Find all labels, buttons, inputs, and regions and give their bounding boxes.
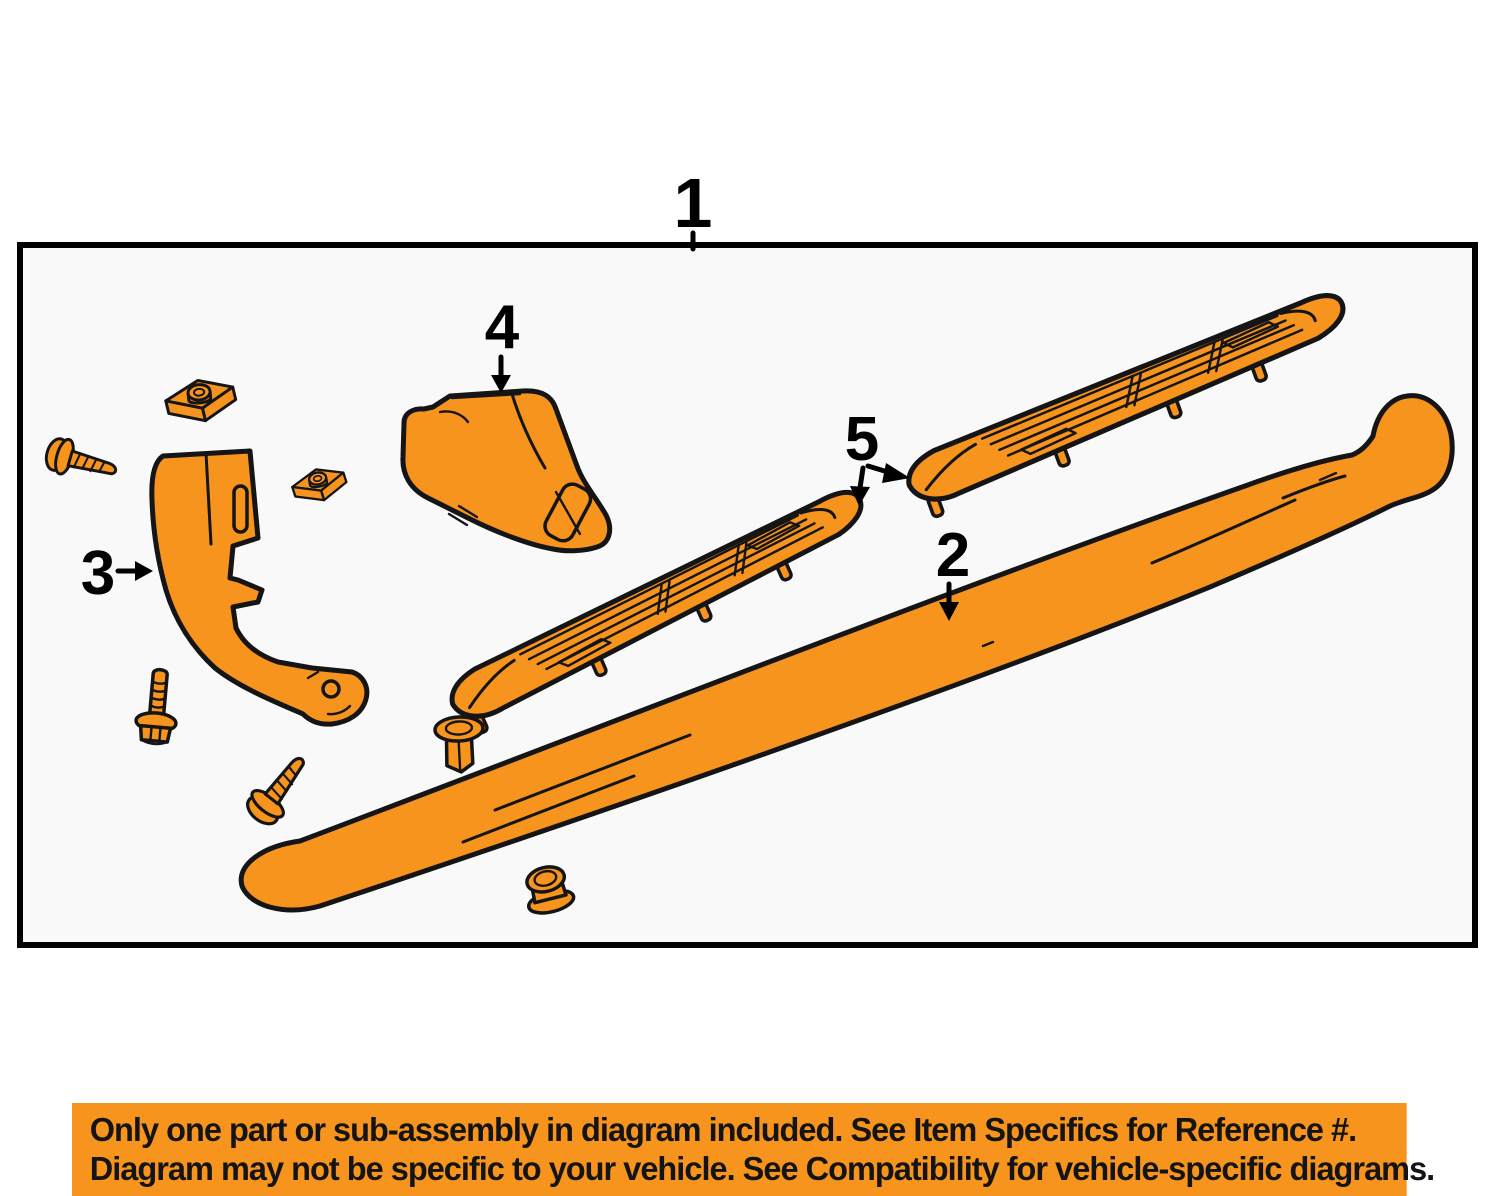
callout-5-arrowhead-a [882, 463, 910, 483]
grommet [525, 865, 576, 915]
callout-3-arrowhead [135, 561, 153, 581]
part-4-end-cap [400, 388, 613, 554]
callout-3-number: 3 [81, 539, 115, 608]
callout-1: 1 [674, 164, 713, 252]
disclaimer-line-1: Only one part or sub-assembly in diagram… [89, 1111, 1357, 1148]
part-3-mounting-bracket [149, 448, 370, 727]
callout-2-arrowhead [939, 602, 959, 621]
callout-2-number: 2 [936, 521, 970, 590]
expansion-nut [433, 715, 485, 774]
callout-4-arrowhead [491, 375, 511, 393]
part-2-step-bar-tube [238, 393, 1455, 913]
bolt [134, 667, 178, 746]
disclaimer-line-2: Diagram may not be specific to your vehi… [89, 1150, 1435, 1187]
callout-2: 2 [936, 521, 970, 621]
callout-5-arrow-b [857, 465, 866, 491]
callout-4: 4 [485, 293, 520, 393]
callout-5-number: 5 [845, 405, 879, 474]
callout-4-number: 4 [485, 293, 520, 362]
callout-1-number: 1 [674, 164, 713, 242]
disclaimer-banner: Only one part or sub-assembly in diagram… [72, 1103, 1435, 1196]
callout-3: 3 [81, 539, 153, 608]
callout-5-arrowhead-b [850, 486, 870, 506]
callout-5: 5 [845, 405, 910, 506]
